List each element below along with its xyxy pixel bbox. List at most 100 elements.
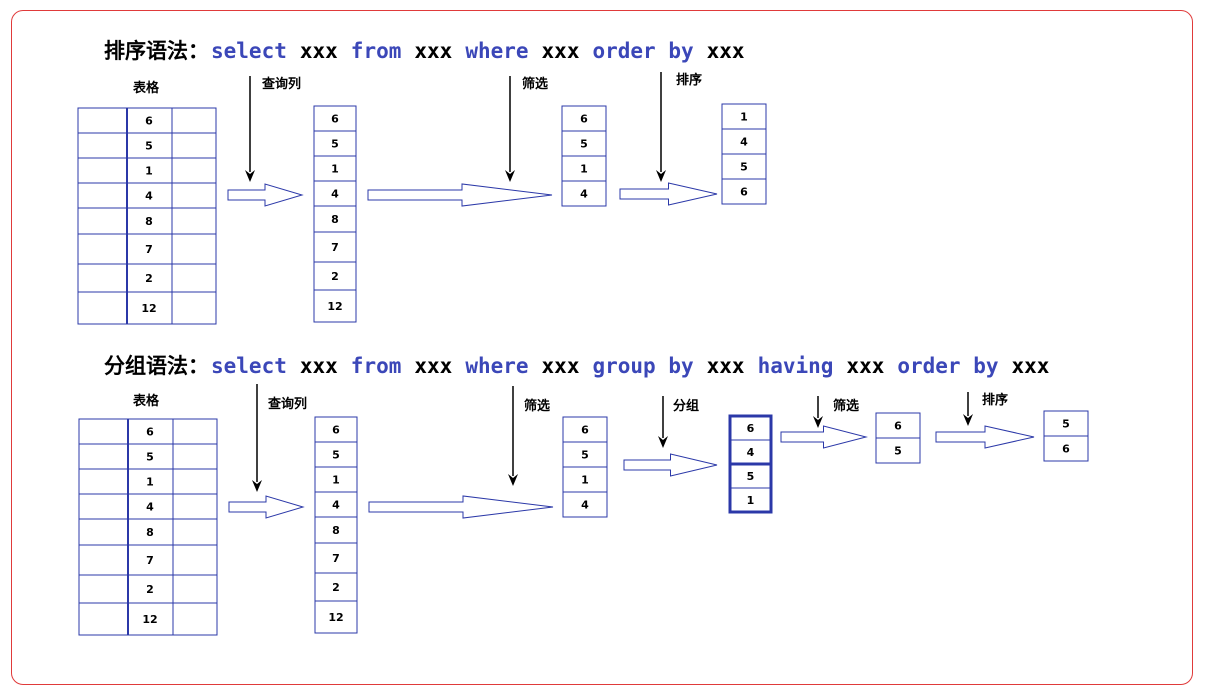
table-cell: [77, 107, 128, 134]
table-cell: [171, 233, 217, 265]
cell-value: 7: [145, 243, 153, 256]
table-cell: [314, 600, 358, 634]
cell-value: 2: [332, 581, 340, 594]
cell-value: 4: [747, 446, 755, 459]
table-cell: [78, 493, 129, 520]
arrow-head: [508, 474, 518, 486]
cell-value: 6: [331, 113, 339, 126]
cell-value: 2: [146, 583, 154, 596]
cell-value: 6: [580, 113, 588, 126]
cell-value: 5: [580, 138, 588, 151]
syntax-keyword: select: [211, 39, 287, 63]
select-label: 查询列: [261, 76, 301, 92]
group-label: 分组: [673, 398, 699, 414]
cell-value: 6: [581, 424, 589, 437]
table-cell: [78, 443, 129, 470]
table-cell: [78, 574, 129, 604]
cell-value: 5: [332, 449, 340, 462]
table-cell: [721, 178, 767, 205]
table-cell: [171, 132, 217, 159]
cell-value: 1: [145, 165, 153, 178]
cell-value: 7: [332, 552, 340, 565]
table-cell: [314, 516, 358, 544]
cell-value: 5: [331, 138, 339, 151]
syntax-placeholder: xxx: [707, 354, 745, 378]
filter-label: 筛选: [522, 76, 548, 92]
cell-value: 7: [331, 241, 339, 254]
table-cell: [721, 128, 767, 155]
cell-value: 8: [145, 215, 153, 228]
table-cell: [171, 182, 217, 209]
syntax-keyword: where: [465, 39, 528, 63]
cell-value: 8: [332, 524, 340, 537]
table-cell: [313, 261, 357, 291]
cell-value: 6: [146, 426, 154, 439]
cell-value: 12: [142, 613, 157, 626]
table-cell: [127, 468, 174, 495]
table-cell: [172, 544, 218, 576]
table-cell: [77, 263, 128, 293]
syntax-keyword: order by: [592, 39, 694, 63]
cell-value: 8: [331, 213, 339, 226]
cell-value: 6: [894, 420, 902, 433]
table-cell: [78, 468, 129, 495]
cell-value: 1: [580, 163, 588, 176]
syntax-placeholder: xxx: [414, 39, 452, 63]
having-label: 筛选: [833, 398, 859, 414]
table-cell: [314, 416, 358, 443]
table-cell: [78, 602, 129, 636]
cell-value: 4: [145, 190, 153, 203]
cell-value: 4: [580, 188, 588, 201]
arrow-head: [656, 170, 666, 182]
table-cell: [77, 157, 128, 184]
table-cell: [172, 602, 218, 636]
syntax-title: 排序语法：: [104, 39, 209, 63]
syntax-placeholder: xxx: [707, 39, 745, 63]
table-cell: [78, 418, 129, 445]
cell-value: 1: [146, 476, 154, 489]
cell-value: 5: [146, 451, 154, 464]
arrow-head: [813, 416, 823, 428]
table-cell: [729, 415, 772, 441]
table-cell: [172, 468, 218, 495]
table-cell: [78, 518, 129, 546]
table-cell: [562, 491, 608, 518]
table-cell: [77, 233, 128, 265]
cell-value: 1: [740, 111, 748, 124]
table-cell: [314, 466, 358, 493]
table-cell: [721, 153, 767, 180]
syntax-placeholder: xxx: [414, 354, 452, 378]
cell-value: 5: [581, 449, 589, 462]
cell-value: 5: [740, 161, 748, 174]
cell-value: 4: [146, 501, 154, 514]
syntax-keyword: where: [465, 354, 528, 378]
flow-arrow-order: [619, 182, 718, 206]
syntax-placeholder: xxx: [542, 39, 580, 63]
arrow-head: [963, 414, 973, 426]
syntax-keyword: select: [211, 354, 287, 378]
table-cell: [171, 207, 217, 235]
table-cell: [561, 155, 607, 182]
syntax-keyword: order by: [897, 354, 999, 378]
cell-value: 5: [145, 140, 153, 153]
table-cell: [314, 542, 358, 574]
table-cell: [172, 574, 218, 604]
table-cell: [127, 443, 174, 470]
cell-value: 5: [1062, 418, 1070, 431]
cell-value: 8: [146, 526, 154, 539]
table-cell: [77, 132, 128, 159]
table-cell: [172, 418, 218, 445]
syntax-placeholder: xxx: [846, 354, 884, 378]
cell-value: 12: [327, 300, 342, 313]
table-cell: [77, 207, 128, 235]
table-cell: [127, 418, 174, 445]
table-cell: [171, 157, 217, 184]
flow-arrow-select: [227, 183, 304, 207]
table-cell: [172, 518, 218, 546]
